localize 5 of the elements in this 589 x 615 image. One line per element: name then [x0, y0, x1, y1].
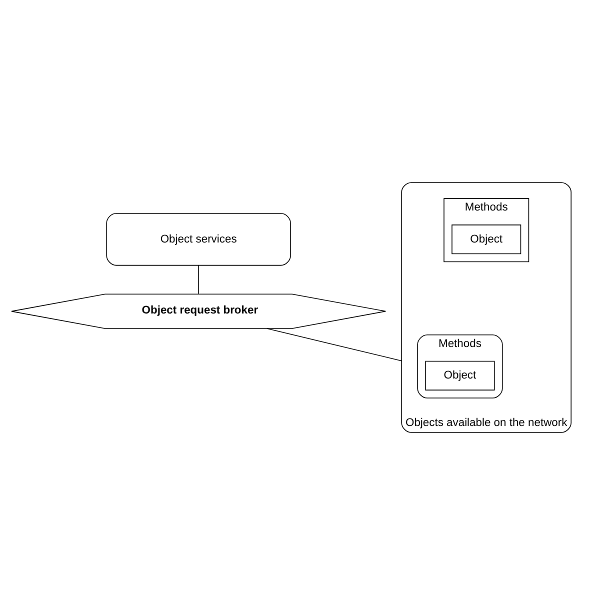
node-box: Object — [425, 360, 495, 390]
connector — [198, 265, 199, 294]
connector — [266, 328, 402, 362]
node-box: Object — [452, 224, 522, 254]
node-box: Object services — [106, 212, 291, 266]
